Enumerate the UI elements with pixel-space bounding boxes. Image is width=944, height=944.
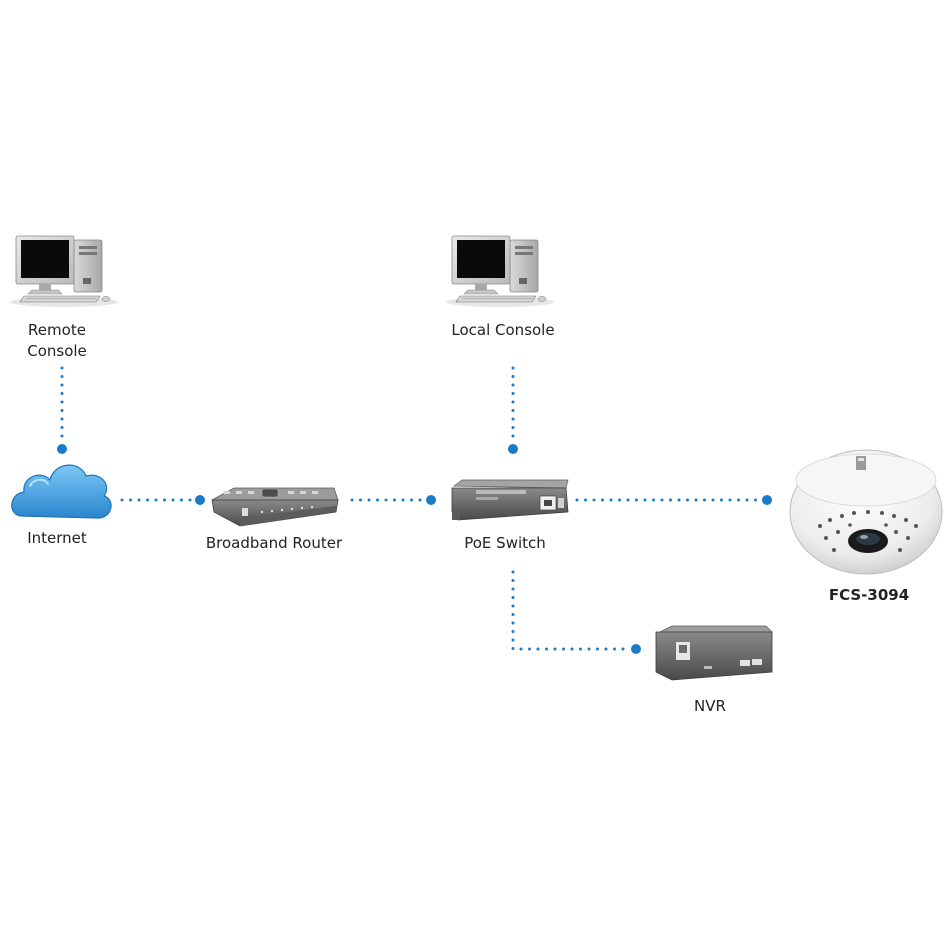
fcs-3094-camera-icon <box>789 449 943 575</box>
local-console-label: Local Console <box>451 321 555 339</box>
remote-console-label-line1: Remote <box>28 321 86 339</box>
local-console-computer-icon <box>446 235 554 307</box>
camera-label: FCS-3094 <box>828 586 910 604</box>
internet-cloud-icon <box>11 464 112 519</box>
link-switch-camera <box>575 495 772 505</box>
remote-console-computer-icon <box>10 235 118 307</box>
internet-label: Internet <box>27 529 87 547</box>
switch-label: PoE Switch <box>464 534 546 552</box>
link-local-switch <box>508 366 518 454</box>
remote-console-label-line2: Console <box>27 342 87 360</box>
nvr-icon <box>655 625 773 681</box>
link-remote-internet <box>57 366 67 454</box>
broadband-router-icon <box>211 487 339 527</box>
poe-switch-icon <box>451 479 569 521</box>
router-label: Broadband Router <box>205 534 343 552</box>
nvr-label: NVR <box>694 697 726 715</box>
link-router-switch <box>350 495 436 505</box>
link-switch-nvr <box>511 570 641 654</box>
link-internet-router <box>120 495 205 505</box>
